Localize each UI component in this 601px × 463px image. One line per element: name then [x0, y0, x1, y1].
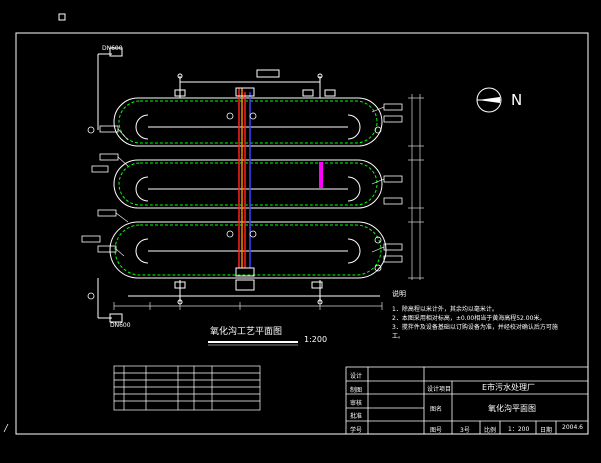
inner-bends	[135, 114, 361, 264]
drawing-title: 氧化沟工艺平面图	[210, 327, 283, 337]
title-block-grid	[345, 366, 589, 435]
note-line-2: 2．本图采用相对标高，±0.00相当于黄海高程52.00米。	[392, 315, 546, 322]
tb-date: 2004.6	[562, 424, 583, 431]
note-line-3: 3．搅拌件及设备基础以订购设备为准，并经校对确认后方可施	[392, 324, 558, 331]
leader-lines	[115, 106, 385, 257]
right-dimensions	[408, 94, 424, 280]
pipe-label-bottom: DN600	[110, 322, 131, 329]
drawing-scale: 1:200	[304, 335, 328, 344]
tb-label-sheet-no: 图号	[430, 427, 443, 434]
tb-sheet-no: 3号	[460, 427, 470, 434]
tb-label-design: 设计	[350, 373, 363, 380]
pipe-label-top: DN600	[102, 45, 123, 52]
tb-label-approve: 批准	[350, 413, 363, 420]
tb-label-date: 日期	[540, 427, 553, 434]
submersible-mixer	[319, 162, 323, 188]
tb-label-review: 审核	[350, 400, 363, 407]
sheet-marker	[58, 13, 66, 21]
tb-label-drawing-name: 图名	[430, 406, 443, 413]
central-pipes	[238, 88, 251, 268]
callout-tags	[81, 103, 403, 300]
center-walls	[148, 126, 348, 252]
equipment-table	[113, 365, 261, 411]
tb-label-student-no: 学号	[350, 427, 363, 434]
north-arrow	[476, 87, 502, 113]
notes-heading: 说明	[392, 290, 406, 298]
corner-tick	[3, 423, 9, 433]
tb-label-scale: 比例	[484, 427, 497, 434]
tb-project-name: E市污水处理厂	[482, 383, 536, 392]
tb-label-project: 设计项目	[427, 386, 452, 393]
top-pipework	[97, 47, 336, 130]
channel-lining	[114, 100, 382, 276]
oxidation-ditch-outline	[109, 97, 387, 279]
note-line-4: 工。	[392, 333, 405, 340]
bottom-dimensions	[113, 302, 383, 310]
tb-label-draw: 制图	[350, 387, 363, 394]
bottom-pipework	[97, 267, 380, 323]
tb-scale: 1：200	[508, 426, 530, 433]
tb-drawing-name: 氧化沟平面图	[488, 404, 536, 413]
note-line-1: 1．除高程以米计外，其余均以毫米计。	[392, 306, 498, 313]
title-underline	[208, 341, 298, 346]
drawing-border	[15, 32, 589, 435]
north-label: N	[511, 91, 523, 109]
